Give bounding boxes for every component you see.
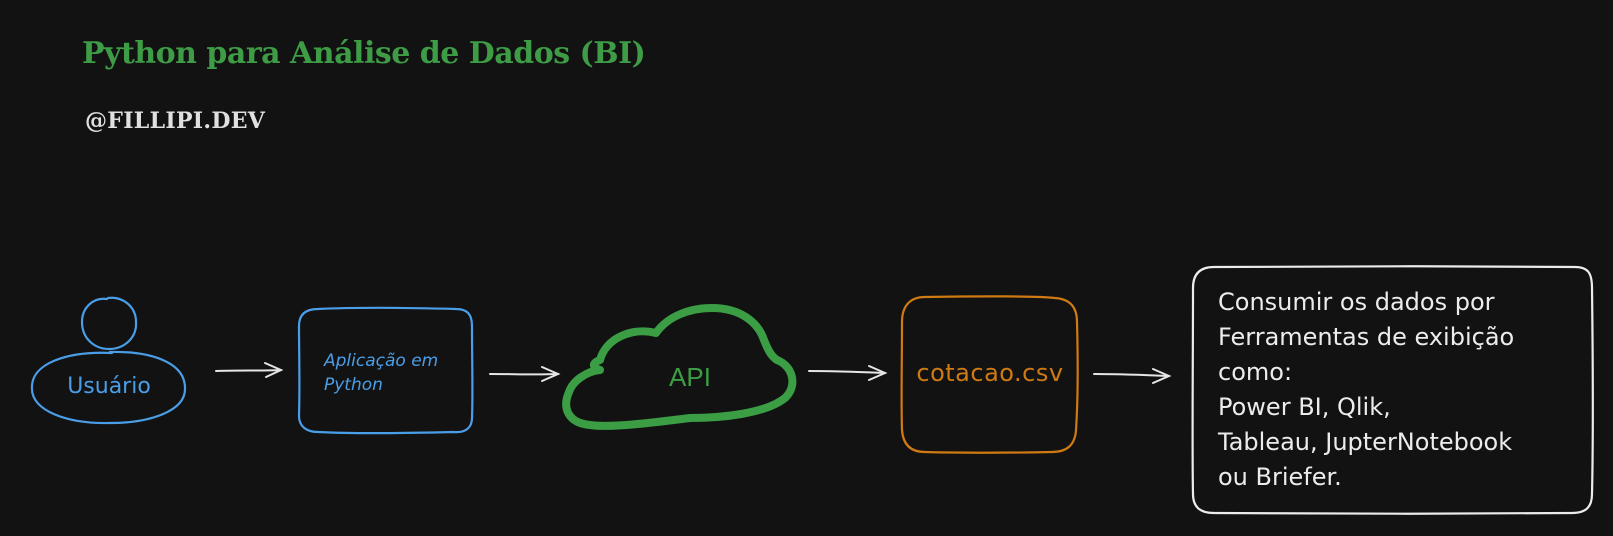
page-title: Python para Análise de Dados (BI) [82, 36, 646, 71]
consumer-line-6: ou Briefer. [1218, 463, 1342, 491]
app-label-line-1: Aplicação em [324, 351, 439, 371]
consumer-line-3: como: [1218, 358, 1293, 386]
consumer-line-2: Ferramentas de exibição [1218, 323, 1515, 351]
arrow-api-to-csv [808, 365, 888, 381]
csv-file-box[interactable] [900, 295, 1079, 454]
user-head-icon [80, 296, 138, 351]
app-label: Aplicação em Python [324, 349, 474, 397]
arrow-user-to-app [215, 362, 284, 378]
user-label: Usuário [67, 374, 151, 399]
csv-label: cotacao.csv [916, 359, 1064, 387]
arrow-csv-to-consumer [1093, 368, 1172, 384]
arrow-app-to-api [489, 366, 561, 382]
api-cloud-shape[interactable] [562, 304, 797, 430]
consumer-line-5: Tableau, JupterNotebook [1218, 428, 1513, 456]
consumer-line-1: Consumir os dados por [1218, 288, 1495, 316]
user-body-ellipse [30, 350, 187, 425]
consumer-text: Consumir os dados por Ferramentas de exi… [1218, 285, 1578, 495]
app-label-line-2: Python [324, 375, 383, 395]
api-label: API [669, 362, 711, 392]
consumer-box[interactable] [1191, 265, 1594, 515]
consumer-line-4: Power BI, Qlik, [1218, 393, 1391, 421]
author-handle: @FILLIPI.DEV [85, 108, 266, 134]
app-box[interactable] [297, 306, 474, 435]
user-node[interactable] [30, 296, 187, 425]
